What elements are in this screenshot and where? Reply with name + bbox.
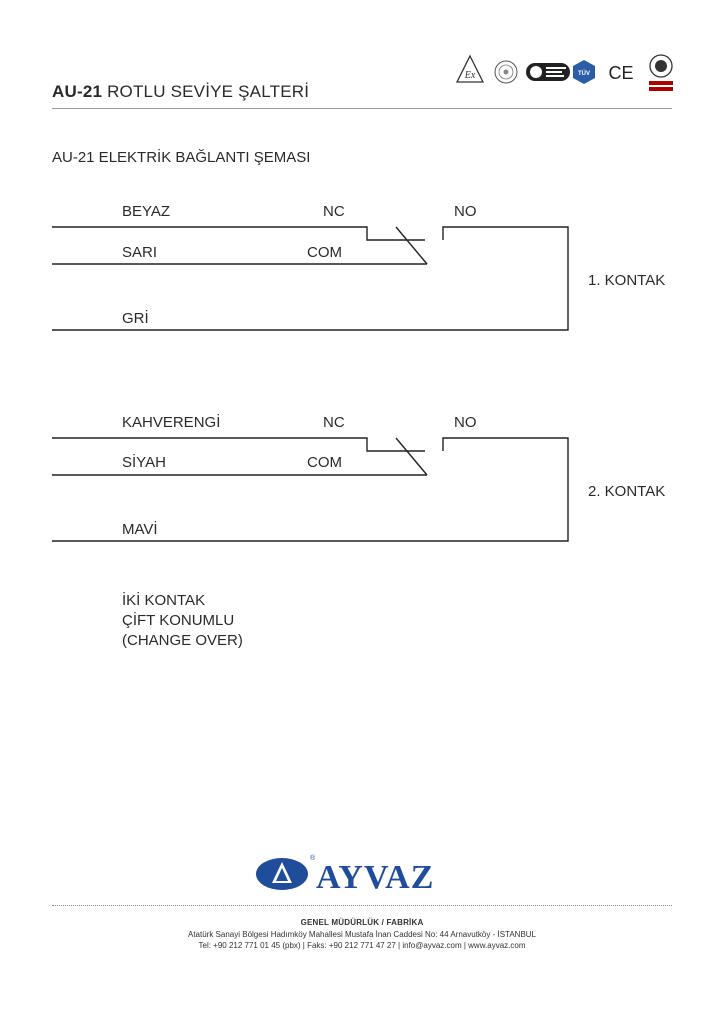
model-code: AU-21 [52,82,103,101]
contact-1-wiring [52,226,569,331]
nc-label-2: NC [323,414,345,431]
ayvaz-logo: ® AYVAZ [256,854,434,896]
no-label-2: NO [454,414,477,431]
tuv-mark-text: TÜV [578,70,590,77]
contact-note: İKİ KONTAK ÇİFT KONUMLU (CHANGE OVER) [122,591,243,651]
page-title: AU-21 ROTLU SEVİYE ŞALTERİ [52,82,309,102]
quality-badge-icon [526,63,570,81]
footer-contact: Tel: +90 212 771 01 45 (pbx) | Faks: +90… [198,941,526,950]
note-line-3: (CHANGE OVER) [122,632,243,649]
certification-logos: Ex TÜV CE [456,54,673,91]
seal-icon [494,60,518,84]
title-divider [52,108,672,109]
brand-name: AYVAZ [316,859,434,896]
wire-label-siyah: SİYAH [122,454,166,471]
tuv-icon: TÜV [573,60,595,84]
com-label-1: COM [307,244,342,261]
footer-divider [52,905,672,906]
shield-certificate-icon [649,54,673,91]
no-wire-2 [52,437,569,542]
wire-label-kahverengi: KAHVERENGİ [122,414,221,431]
nc-wire-1 [52,226,425,241]
nc-wire-2 [52,437,425,452]
ex-mark-text: Ex [464,70,476,81]
com-label-2: COM [307,454,342,471]
contact-2-label: 2. KONTAK [588,483,666,500]
switch-lever-1 [395,226,428,265]
footer-office-title: GENEL MÜDÜRLÜK / FABRİKA [300,918,424,927]
atex-ex-icon: Ex [456,54,485,83]
contact-1-label: 1. KONTAK [588,272,666,289]
nc-label-1: NC [323,203,345,220]
no-label-1: NO [454,203,477,220]
wire-label-mavi: MAVİ [122,521,158,538]
footer-address: Atatürk Sanayi Bölgesi Hadımköy Mahalles… [187,930,536,939]
title-text: ROTLU SEVİYE ŞALTERİ [107,82,310,101]
note-line-1: İKİ KONTAK [122,592,206,609]
switch-lever-2 [395,437,428,476]
registered-mark-icon: ® [310,854,316,862]
wire-label-sari: SARI [122,244,158,261]
wire-label-gri: GRİ [122,310,149,327]
ce-mark-icon: CE [608,63,633,83]
wire-label-beyaz: BEYAZ [122,203,171,220]
note-line-2: ÇİFT KONUMLU [122,612,235,629]
no-wire-1 [52,226,569,331]
contact-2-wiring [52,437,569,542]
diagram-subtitle: AU-21 ELEKTRİK BAĞLANTI ŞEMASI [52,149,311,166]
